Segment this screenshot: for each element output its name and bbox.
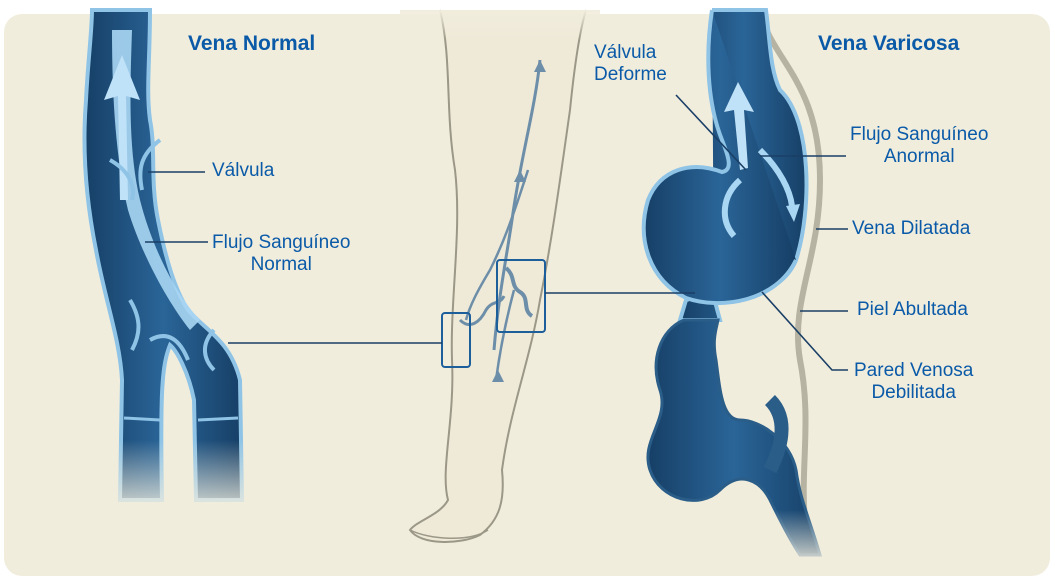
weakened-wall-label-line2: Debilitada xyxy=(854,382,973,404)
deformed-valve-label-line2: Deforme xyxy=(594,64,667,86)
normal-flow-label-line2: Normal xyxy=(212,254,350,276)
valve-label: Válvula xyxy=(212,160,274,182)
dilated-vein-label: Vena Dilatada xyxy=(852,218,970,240)
abnormal-flow-label-line2: Anormal xyxy=(850,146,988,168)
abnormal-flow-label-line1: Flujo Sanguíneo xyxy=(850,124,988,146)
deformed-valve-label: Válvula Deforme xyxy=(594,42,667,86)
weakened-wall-label-line1: Pared Venosa xyxy=(854,360,973,382)
bulging-skin-label: Piel Abultada xyxy=(857,299,968,321)
deformed-valve-label-line1: Válvula xyxy=(594,42,667,64)
leg-illustration xyxy=(410,10,586,542)
normal-flow-label-line1: Flujo Sanguíneo xyxy=(212,232,350,254)
normal-vein-title: Vena Normal xyxy=(188,32,315,56)
weakened-wall-label: Pared Venosa Debilitada xyxy=(854,360,973,404)
normal-flow-label: Flujo Sanguíneo Normal xyxy=(212,232,350,276)
normal-vein-fade xyxy=(60,440,280,520)
varicose-vein xyxy=(644,10,820,555)
varicose-vein-title: Vena Varicosa xyxy=(818,32,959,56)
abnormal-flow-label: Flujo Sanguíneo Anormal xyxy=(850,124,988,168)
